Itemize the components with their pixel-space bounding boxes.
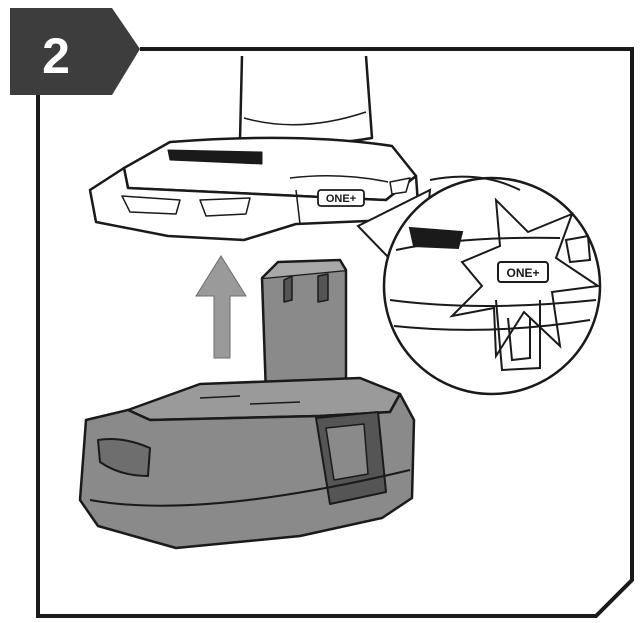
battery-pack (78, 258, 416, 550)
tool-brand-label: ONE+ (317, 189, 365, 207)
step-frame (36, 47, 634, 618)
step-badge: 2 (10, 8, 140, 95)
click-burst-icon (448, 197, 601, 360)
step-number: 2 (42, 28, 70, 84)
tool-body (88, 55, 420, 242)
tool-brand-text: ONE+ (326, 193, 356, 205)
up-arrow-icon (195, 255, 247, 359)
zoom-brand-text: ONE+ (506, 266, 539, 280)
zoom-callout: ONE+ (356, 175, 602, 396)
